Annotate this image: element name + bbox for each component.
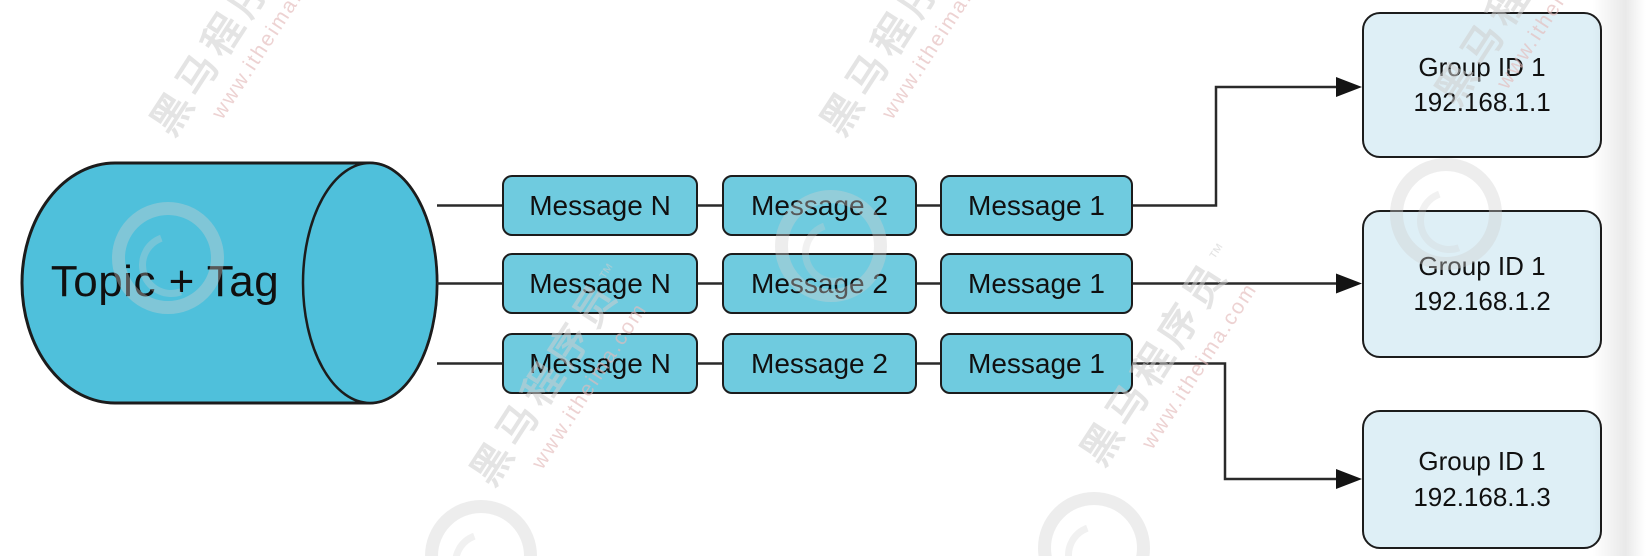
arrowhead-group3-icon <box>1336 469 1362 489</box>
message-box-q2-2: Message 2 <box>722 253 917 314</box>
connector-queue3-group3 <box>1133 362 1338 481</box>
consumer-group-box-2: Group ID 1 192.168.1.2 <box>1362 210 1602 358</box>
group-1-ip: 192.168.1.1 <box>1413 87 1551 117</box>
arrowhead-group1-icon <box>1336 77 1362 97</box>
group-3-id: Group ID 1 <box>1418 446 1546 477</box>
consumer-group-box-3: Group ID 1 192.168.1.3 <box>1362 410 1602 549</box>
group-2-id: Group ID 1 <box>1418 250 1546 281</box>
topic-label: Topic + Tag <box>50 257 280 306</box>
message-box-q3-2: Message 2 <box>722 333 917 394</box>
topic-cylinder-cap <box>301 161 439 405</box>
message-box-q1-1: Message 1 <box>940 175 1133 236</box>
group-3-ip: 192.168.1.3 <box>1413 481 1551 512</box>
group-2-ip: 192.168.1.2 <box>1413 286 1551 316</box>
message-box-q2-1: Message 1 <box>940 253 1133 314</box>
message-box-q3-n: Message N <box>502 333 698 394</box>
message-box-q2-n: Message N <box>502 253 698 314</box>
consumer-group-box-1: Group ID 1 192.168.1.1 <box>1362 12 1602 158</box>
message-box-q1-n: Message N <box>502 175 698 236</box>
connector-queue1-group1 <box>1133 85 1338 207</box>
group-1-id: Group ID 1 <box>1418 51 1546 82</box>
message-box-q3-1: Message 1 <box>940 333 1133 394</box>
arrowhead-group2-icon <box>1336 273 1362 294</box>
message-box-q1-2: Message 2 <box>722 175 917 236</box>
